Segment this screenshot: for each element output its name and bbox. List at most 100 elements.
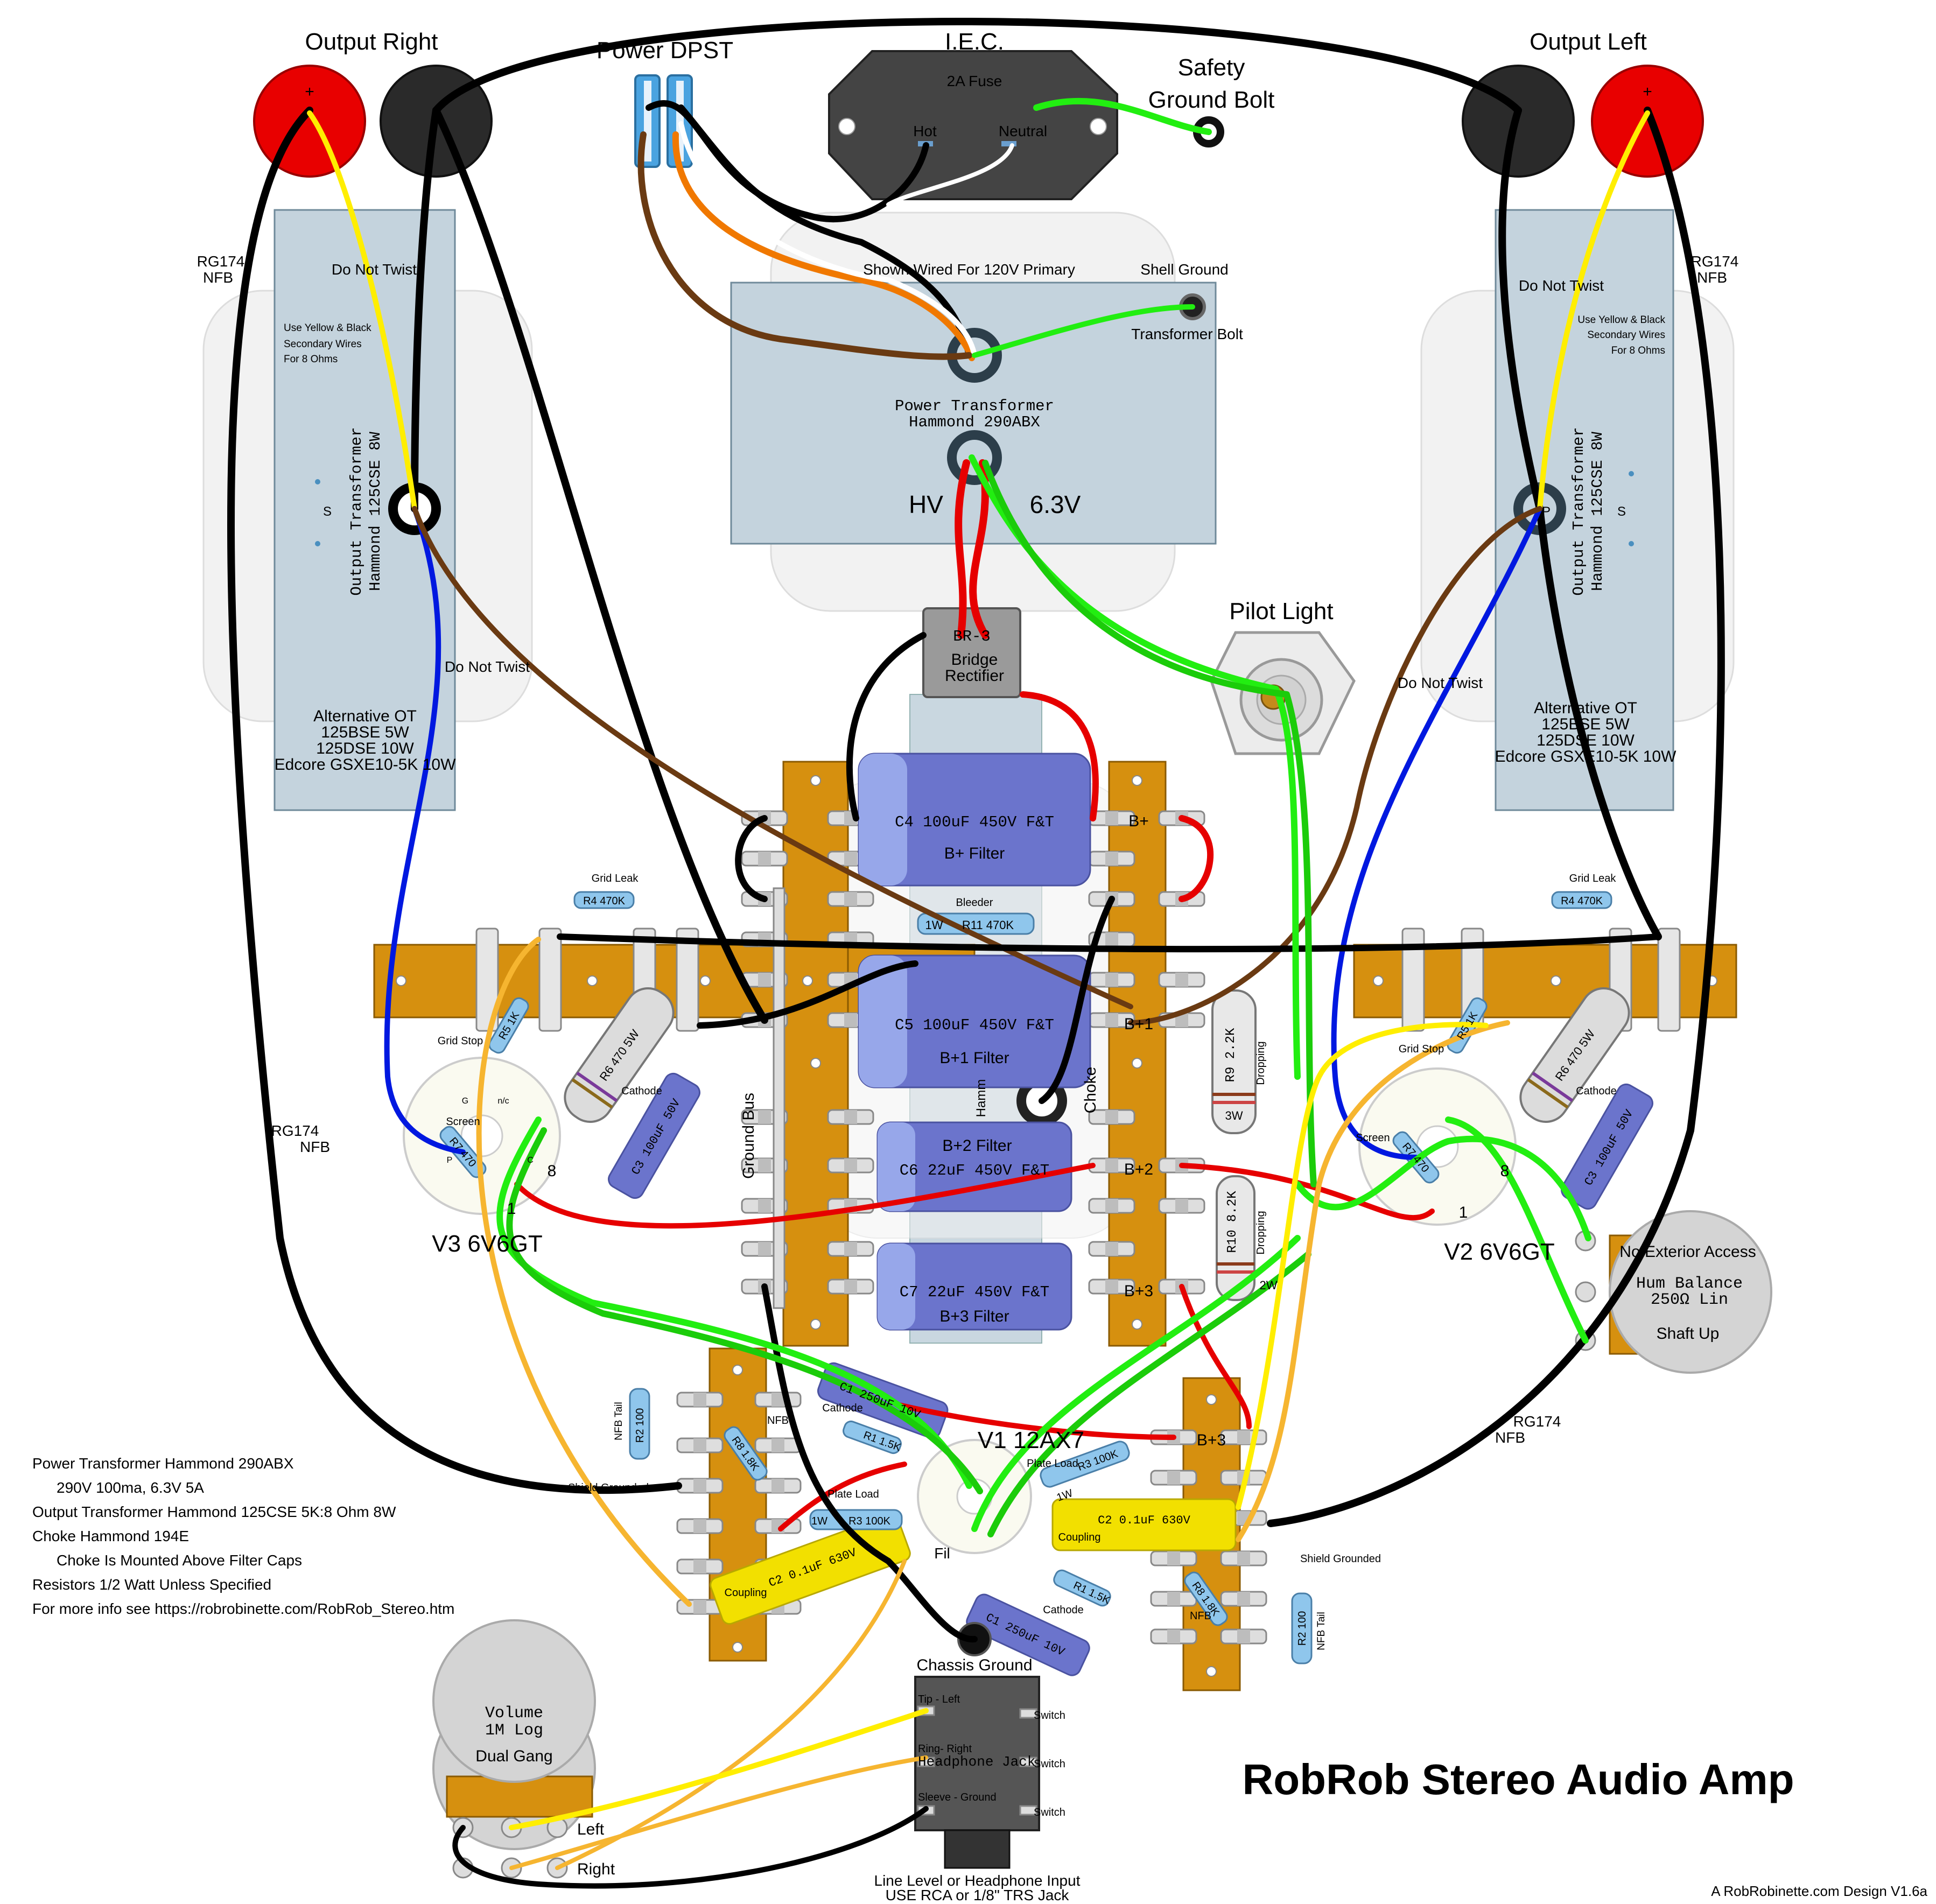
wires bbox=[227, 17, 1725, 1889]
headphone-jack[interactable] bbox=[914, 1676, 1040, 1869]
ot-right-nfb: NFB bbox=[203, 269, 233, 286]
power-dpst-label: Power DPST bbox=[597, 37, 733, 64]
ot-right-rg174: RG174 bbox=[197, 253, 245, 270]
design-credit: A RobRobinette.com Design V1.6a bbox=[1711, 1883, 1927, 1899]
b-plus3-label: B+3 bbox=[1124, 1282, 1153, 1300]
v1-left-r3: R3 100K bbox=[848, 1515, 890, 1527]
ot-left-name-1: Output Transformer bbox=[1570, 427, 1588, 595]
pt-name-2: Hammond 290ABX bbox=[909, 413, 1040, 431]
note-3: Choke Hammond 194E bbox=[32, 1528, 189, 1544]
v3-rg174: RG174 bbox=[271, 1122, 319, 1139]
volume-right: Right bbox=[577, 1860, 615, 1878]
fuse-label: 2A Fuse bbox=[947, 73, 1002, 89]
hum-shaft: Shaft Up bbox=[1657, 1325, 1720, 1343]
pt-transformer-bolt: Transformer Bolt bbox=[1131, 326, 1243, 342]
v1-fil: Fil bbox=[934, 1545, 950, 1562]
bleeder-w: 1W bbox=[925, 918, 943, 932]
v1-left-plate-load: Plate Load bbox=[827, 1488, 879, 1500]
ot-left-dnt: Do Not Twist bbox=[1519, 277, 1604, 294]
hum-name: Hum Balance bbox=[1636, 1275, 1743, 1293]
ot-left-alt-1: Alternative OT bbox=[1534, 699, 1637, 717]
v3-r4 bbox=[573, 891, 635, 909]
r9-w: 3W bbox=[1225, 1109, 1243, 1122]
v1-right-r8 bbox=[1184, 1571, 1228, 1626]
labels: Output Right Output Left + + Power DPST … bbox=[32, 29, 1928, 1903]
v3-cathode: Cathode bbox=[621, 1085, 662, 1097]
v3-r5 bbox=[488, 997, 529, 1054]
v2-r4: R4 470K bbox=[1561, 895, 1603, 907]
ot-right-name-1: Output Transformer bbox=[348, 427, 366, 595]
note-5: Resistors 1/2 Watt Unless Specified bbox=[32, 1576, 271, 1593]
v1-left-nfb: NFB bbox=[767, 1415, 789, 1427]
v3-pin8: 8 bbox=[548, 1162, 557, 1180]
jack-sleeve: Sleeve - Ground bbox=[918, 1791, 997, 1803]
pilot-light-label: Pilot Light bbox=[1229, 598, 1333, 624]
v2-grid-leak: Grid Leak bbox=[1569, 873, 1617, 884]
v1-right-nfb: NFB bbox=[1190, 1610, 1211, 1622]
v1-right-c2: C2 0.1uF 630V bbox=[1098, 1514, 1190, 1527]
v2-pin8: 8 bbox=[1500, 1162, 1510, 1180]
dropping-r10 bbox=[1216, 1175, 1255, 1301]
c4-sub: B+ Filter bbox=[944, 845, 1005, 862]
plus-label-right: + bbox=[305, 83, 314, 101]
note-6: For more info see https://robrobinette.c… bbox=[32, 1600, 454, 1617]
v3-screen: Screen bbox=[446, 1116, 480, 1128]
cap-c5 bbox=[858, 954, 1091, 1088]
v1-right-r1 bbox=[1053, 1569, 1111, 1607]
output-left-plus-post[interactable] bbox=[1591, 65, 1704, 178]
c4-label: C4 100uF 450V F&T bbox=[895, 813, 1054, 831]
v1-right-plate-load: Plate Load bbox=[1027, 1458, 1078, 1470]
note-1: 290V 100ma, 6.3V 5A bbox=[57, 1479, 204, 1496]
v1-left-nfb-tail: NFB Tail bbox=[613, 1402, 625, 1440]
ot-right-dnt-2: Do Not Twist bbox=[445, 658, 530, 675]
bleeder-r11: R11 470K bbox=[962, 918, 1014, 932]
ground-bus-label: Ground Bus bbox=[740, 1093, 757, 1179]
v1-socket bbox=[917, 1439, 1032, 1554]
v3-pin-nc: n/c bbox=[497, 1097, 509, 1106]
cap-c7 bbox=[876, 1242, 1072, 1331]
hum-no-access: No Exterior Access bbox=[1619, 1243, 1756, 1261]
v3-tube-label: V3 6V6GT bbox=[432, 1231, 542, 1257]
output-right-plus-post[interactable] bbox=[253, 65, 366, 178]
v1-right-shield-grounded: Shield Grounded bbox=[1300, 1553, 1381, 1565]
jack-ring: Ring- Right bbox=[918, 1743, 972, 1755]
v2-r6 bbox=[1519, 987, 1630, 1123]
r10-label: R10 8.2K bbox=[1225, 1191, 1240, 1253]
volume-pot[interactable] bbox=[432, 1619, 596, 1879]
c6-label: C6 22uF 450V F&T bbox=[900, 1162, 1049, 1179]
ot-right-name-2: Hammond 125CSE 8W bbox=[367, 431, 384, 591]
pt-63v: 6.3V bbox=[1030, 490, 1081, 518]
ot-left-rg174: RG174 bbox=[1691, 253, 1739, 270]
jack-switch-2: Switch bbox=[1034, 1758, 1065, 1770]
ot-right-alt-2: 125BSE 5W bbox=[321, 723, 409, 741]
v1-nfb: NFB bbox=[1495, 1429, 1525, 1446]
rectifier-code: BR-3 bbox=[953, 628, 991, 645]
volume-left: Left bbox=[577, 1821, 605, 1838]
ot-left-note-2: Secondary Wires bbox=[1587, 329, 1665, 341]
diagram-title: RobRob Stereo Audio Amp bbox=[1242, 1755, 1794, 1803]
v3-pin-g: G bbox=[462, 1097, 468, 1106]
tagstrip-filter-left bbox=[782, 761, 849, 1347]
dropping-r9 bbox=[1211, 989, 1257, 1134]
v1-left-r2: R2 100 bbox=[634, 1408, 646, 1443]
ot-right-s: S bbox=[323, 504, 332, 519]
b-plus2-label: B+2 bbox=[1124, 1161, 1153, 1178]
bleeder-label: Bleeder bbox=[956, 897, 993, 909]
v1-right-r3 bbox=[1040, 1441, 1130, 1488]
dropping-label-2: Dropping bbox=[1255, 1211, 1267, 1254]
hamm-label: Hamm bbox=[974, 1079, 988, 1118]
ground-bus bbox=[773, 887, 785, 1309]
choke-label: Choke bbox=[1082, 1067, 1099, 1114]
ot-right-alt-1: Alternative OT bbox=[313, 707, 417, 725]
v1-right-nfb-tail: NFB Tail bbox=[1316, 1612, 1327, 1650]
b-plus-label: B+ bbox=[1128, 812, 1149, 830]
v1-shield-grounded: Shield Grounded bbox=[568, 1482, 649, 1494]
ot-right-alt-4: Edcore GSXE10-5K 10W bbox=[275, 756, 457, 774]
v1-right-c2 bbox=[1051, 1498, 1237, 1551]
jack-name: Headphone Jack bbox=[918, 1754, 1035, 1770]
c7-sub: B+3 Filter bbox=[939, 1308, 1009, 1325]
v3-r6 bbox=[564, 987, 675, 1123]
dropping-label: Dropping bbox=[1255, 1041, 1267, 1085]
v1-left-coupling: Coupling bbox=[725, 1587, 767, 1599]
